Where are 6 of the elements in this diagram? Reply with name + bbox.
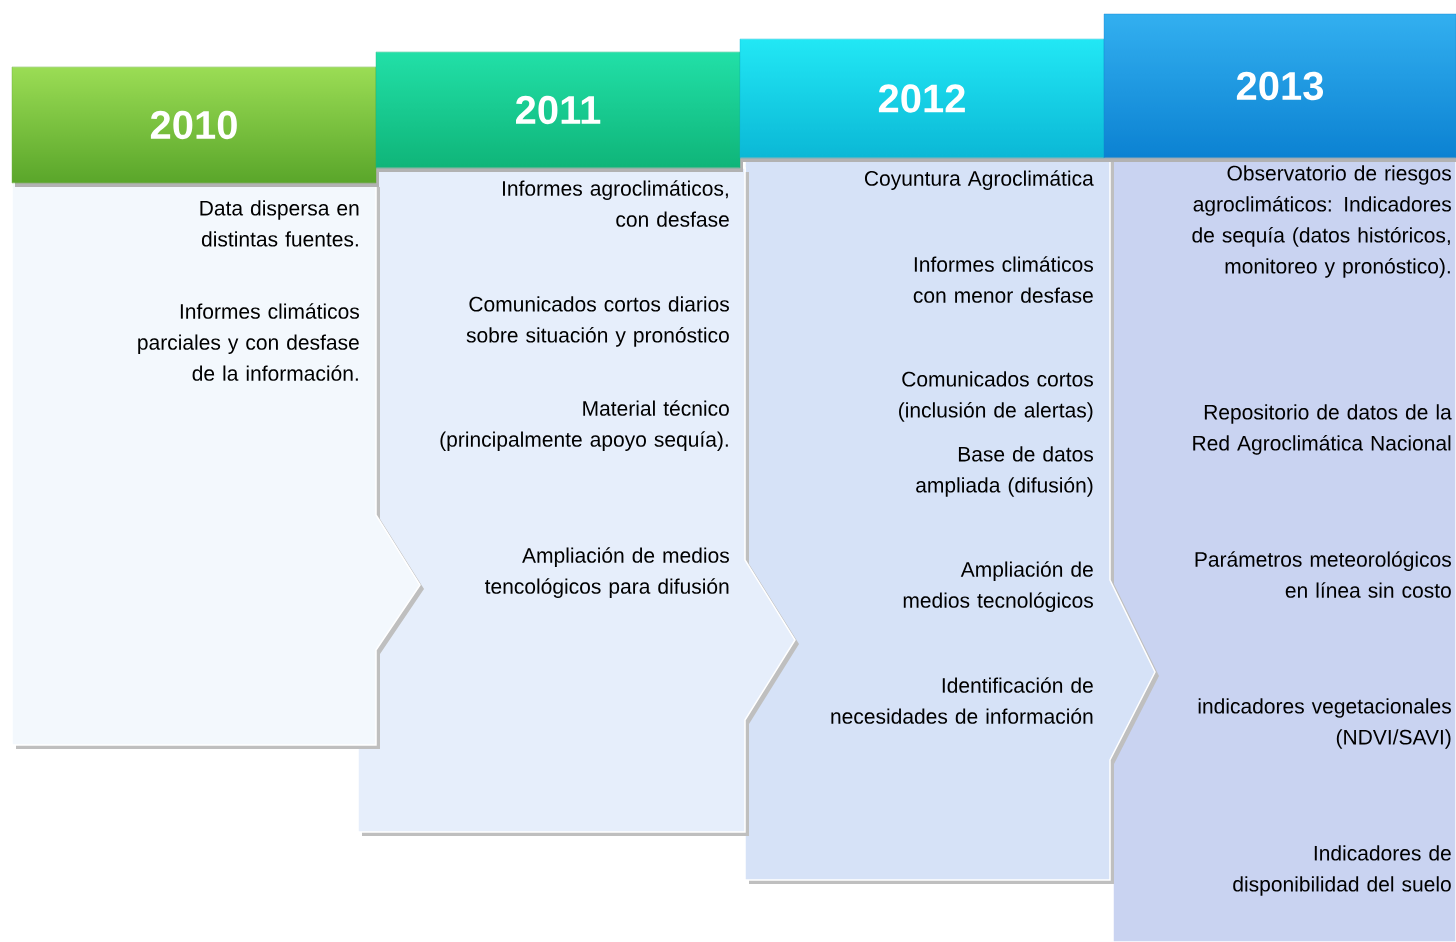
year-header: 2012 bbox=[739, 38, 1107, 162]
year-header: 2011 bbox=[375, 51, 743, 172]
year-header: 2010 bbox=[11, 66, 379, 187]
timeline-panel: Observatorio de riesgos agroclimáticos: Indicadores de sequía (datos históricos, monitoreo y pronóstico). Repositorio de datos de la Red Agroclimática Nacional Parámetros meteorológicos en línea sin costo indicadores vegetacionales (NDVI/SAVI) Indicadores de disponibilidad del suelo bbox=[1112, 157, 1456, 942]
timeline-panel: Data dispersa en distintas fuentes. Informes climáticos parciales y con desfase de la información. bbox=[11, 182, 424, 749]
year-header: 2013 bbox=[1103, 13, 1456, 162]
